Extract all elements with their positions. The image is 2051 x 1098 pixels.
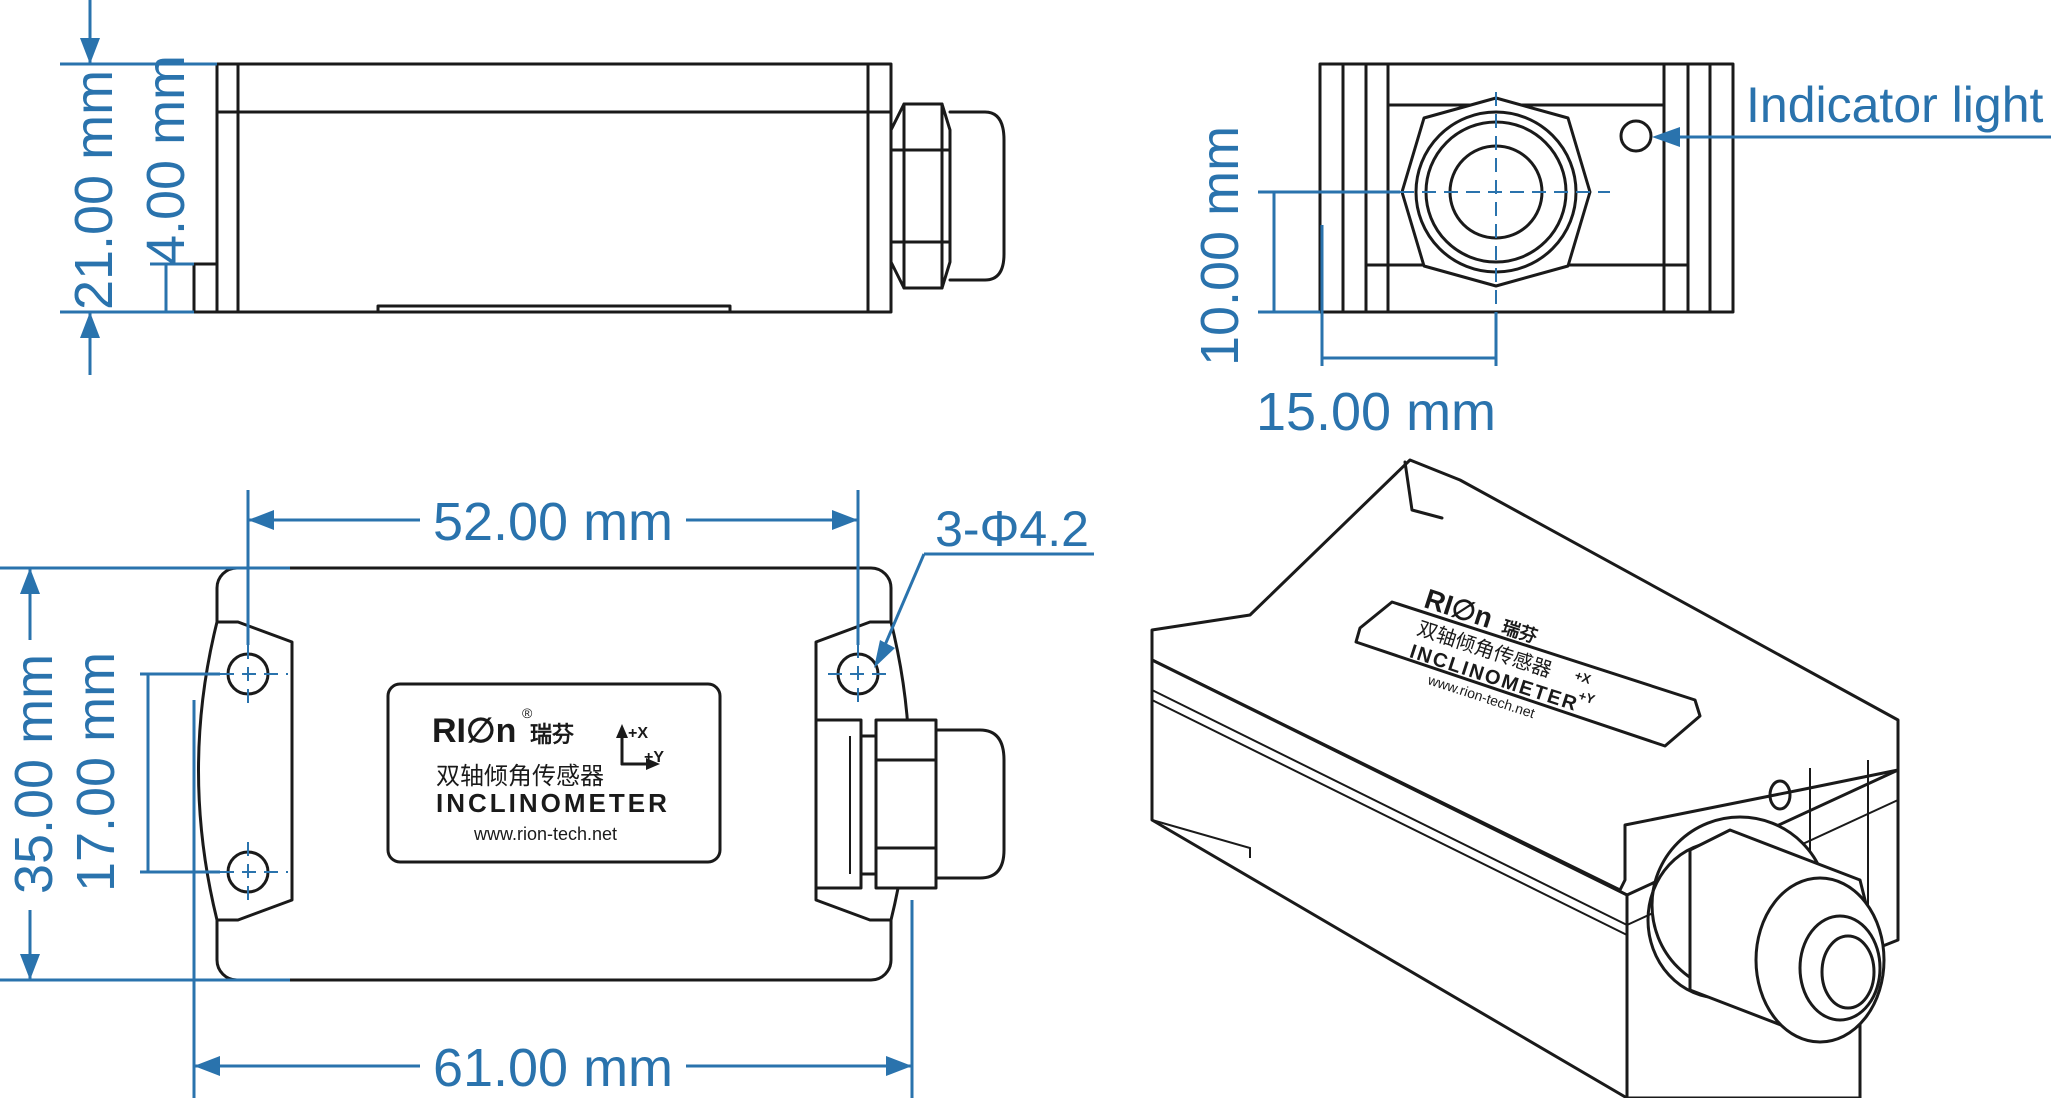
side-view [60, 0, 1006, 375]
indicator-light-callout: Indicator light [1746, 77, 2043, 133]
top-view [0, 490, 1094, 1098]
label-brand: RI∅n [432, 712, 516, 750]
label-registered: ® [522, 705, 533, 721]
label-axis-x: +X [628, 725, 648, 742]
label-product-en: INCLINOMETER [436, 788, 670, 818]
dim-hole-spacing-y: 17.00 mm [66, 652, 126, 892]
isometric-view [1150, 458, 1900, 1098]
end-view [1258, 62, 2051, 366]
dim-hole-spacing-x: 52.00 mm [433, 492, 673, 552]
label-url: www.rion-tech.net [473, 824, 617, 844]
dim-overall-width: 35.00 mm [4, 654, 64, 894]
label-brand-cn: 瑞芬 [530, 722, 575, 747]
dim-foot-height: 4.00 mm [136, 55, 196, 265]
dim-overall-length: 61.00 mm [433, 1038, 673, 1098]
label-product-cn: 双轴倾角传感器 [436, 763, 604, 790]
dim-overall-height: 21.00 mm [64, 70, 124, 310]
dim-center-height: 10.00 mm [1190, 126, 1250, 366]
iso-label-axis-x: +X [1573, 668, 1593, 687]
dim-center-offset: 15.00 mm [1256, 382, 1496, 442]
holes-callout: 3-Φ4.2 [935, 501, 1089, 557]
iso-label-axis-y: +Y [1577, 688, 1597, 707]
label-axis-y: +Y [644, 749, 664, 766]
